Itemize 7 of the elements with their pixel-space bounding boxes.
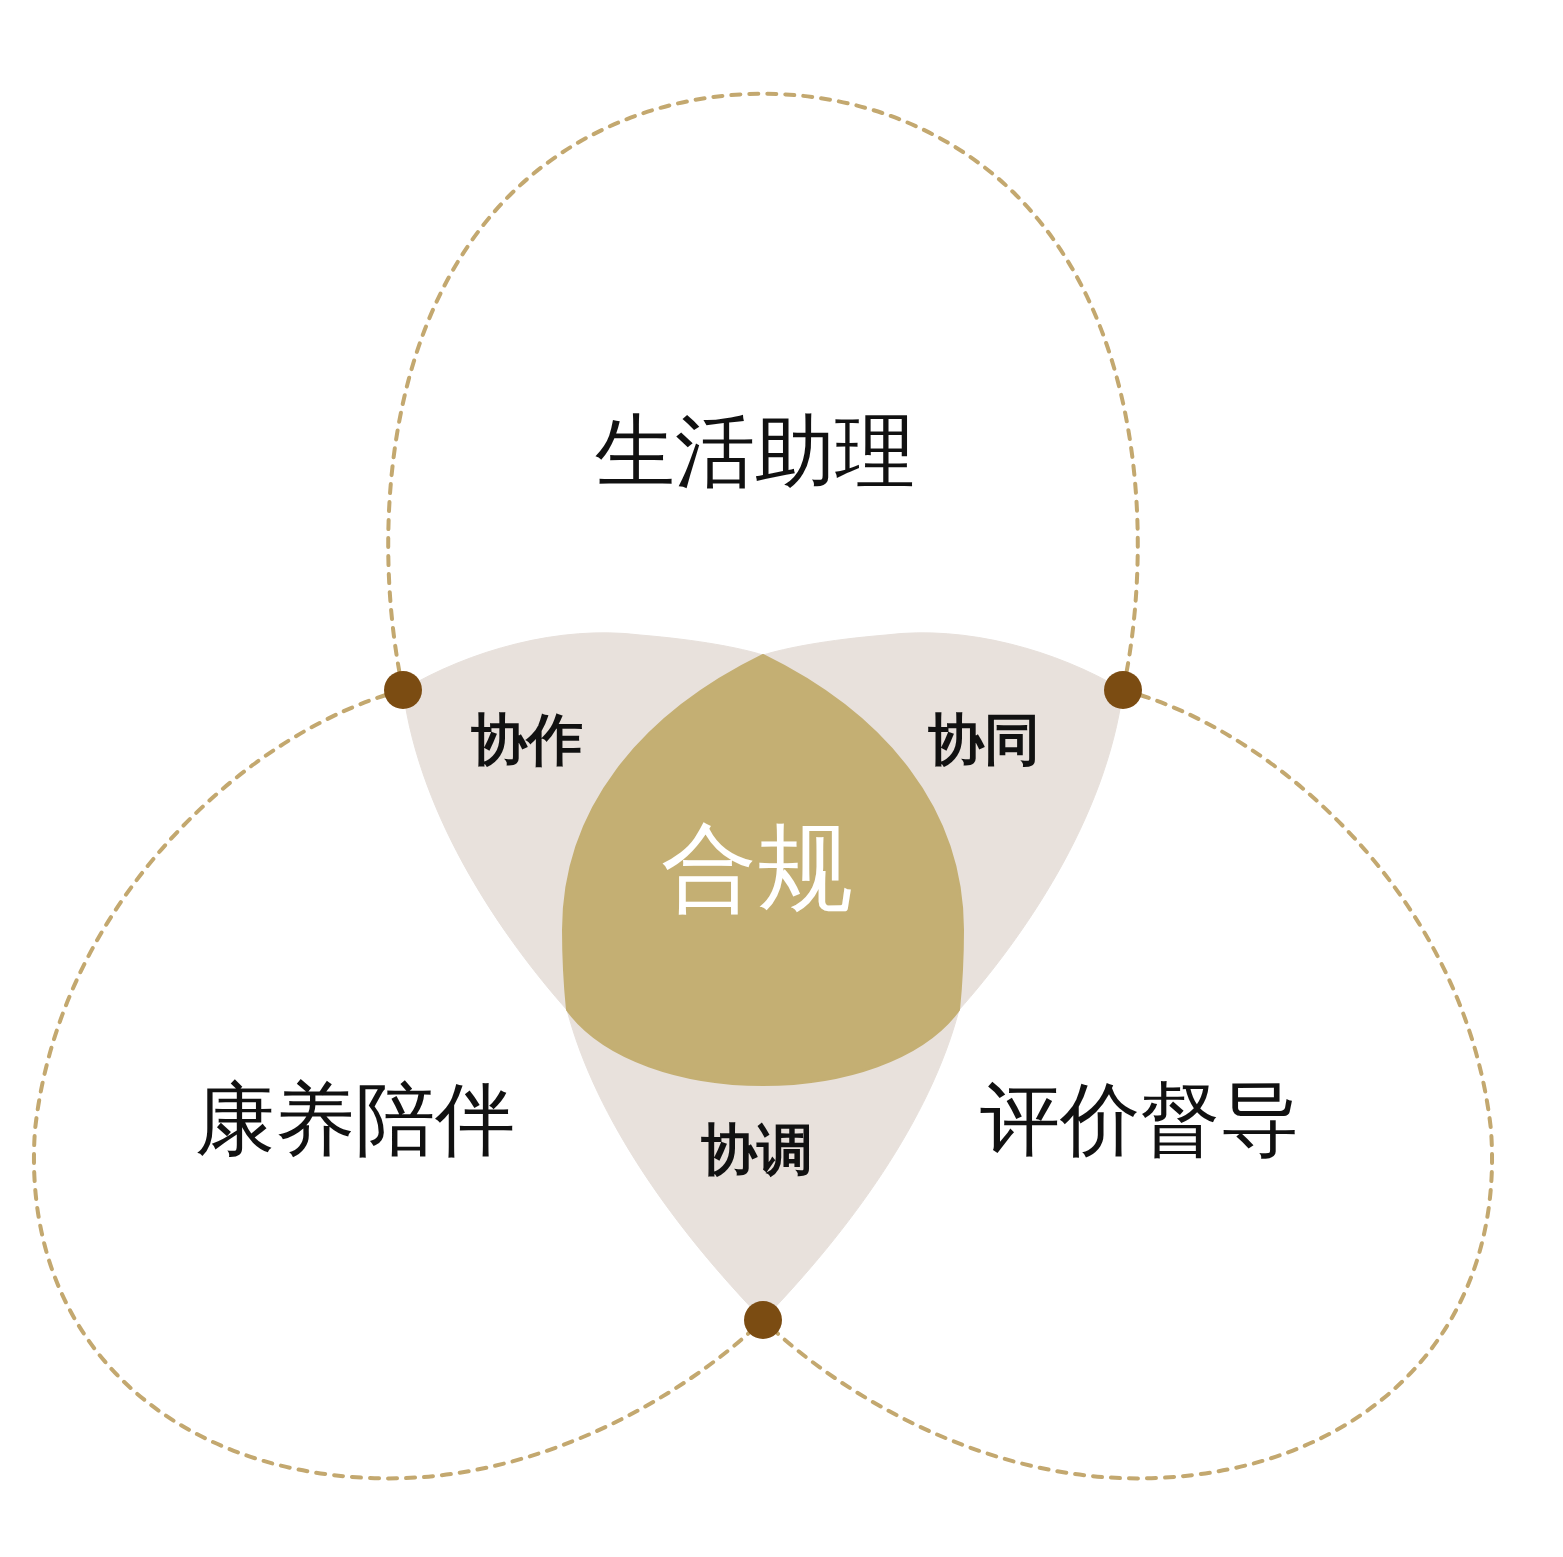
center-label: 合规 [661, 820, 853, 916]
lobe-title: 生活助理 [595, 412, 915, 492]
lobe-title: 康养陪伴 [195, 1080, 515, 1160]
petal-label: 协作 [471, 712, 583, 768]
petal-label: 协同 [928, 712, 1040, 768]
petal-label: 协调 [701, 1122, 813, 1178]
lobe-title: 评价督导 [980, 1080, 1300, 1160]
